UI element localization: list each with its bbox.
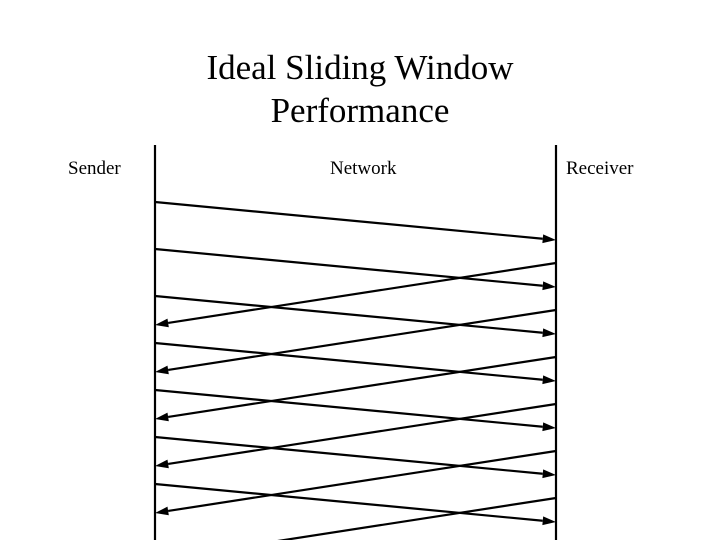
ack-arrow-3 — [155, 355, 557, 422]
arrow-head — [155, 365, 169, 375]
arrow-head — [542, 375, 556, 385]
data-packet-arrow-3 — [154, 294, 556, 338]
page-title: Ideal Sliding Window Performance — [206, 48, 514, 130]
arrow-head — [542, 469, 556, 479]
data-packet-arrow-group — [154, 200, 556, 526]
ack-arrow-1 — [155, 261, 557, 328]
arrow-shaft — [154, 482, 543, 522]
arrow-head — [542, 281, 556, 291]
arrow-shaft — [277, 496, 557, 540]
ack-arrow-2 — [155, 308, 557, 375]
arrow-head — [155, 318, 169, 328]
arrow-head — [155, 506, 169, 516]
arrow-shaft — [167, 308, 557, 372]
arrow-shaft — [167, 355, 557, 419]
arrow-head — [542, 516, 556, 526]
receiver-label: Receiver — [566, 158, 634, 179]
arrow-shaft — [167, 261, 557, 325]
network-label: Network — [330, 158, 397, 179]
arrow-head — [155, 459, 169, 469]
data-packet-arrow-4 — [154, 341, 556, 385]
data-packet-arrow-7 — [154, 482, 556, 526]
timeline-group — [153, 145, 558, 540]
arrow-shaft — [154, 200, 543, 240]
arrow-head — [542, 234, 556, 244]
arrow-shaft — [167, 449, 557, 513]
arrow-shaft — [167, 402, 557, 466]
ack-arrow-4 — [155, 402, 557, 469]
arrow-shaft — [154, 435, 543, 475]
arrow-head — [542, 328, 556, 338]
sender-label: Sender — [68, 158, 121, 179]
data-packet-arrow-2 — [154, 247, 556, 291]
ack-arrow-6 — [277, 496, 557, 540]
data-packet-arrow-1 — [154, 200, 556, 244]
data-packet-arrow-5 — [154, 388, 556, 432]
arrow-head — [155, 412, 169, 422]
arrow-shaft — [154, 247, 543, 287]
arrow-shaft — [154, 341, 543, 381]
arrow-head — [542, 422, 556, 432]
ack-arrow-5 — [155, 449, 557, 516]
arrow-shaft — [154, 388, 543, 428]
data-packet-arrow-6 — [154, 435, 556, 479]
acknowledgement-arrow-group — [155, 261, 557, 540]
arrow-shaft — [154, 294, 543, 334]
